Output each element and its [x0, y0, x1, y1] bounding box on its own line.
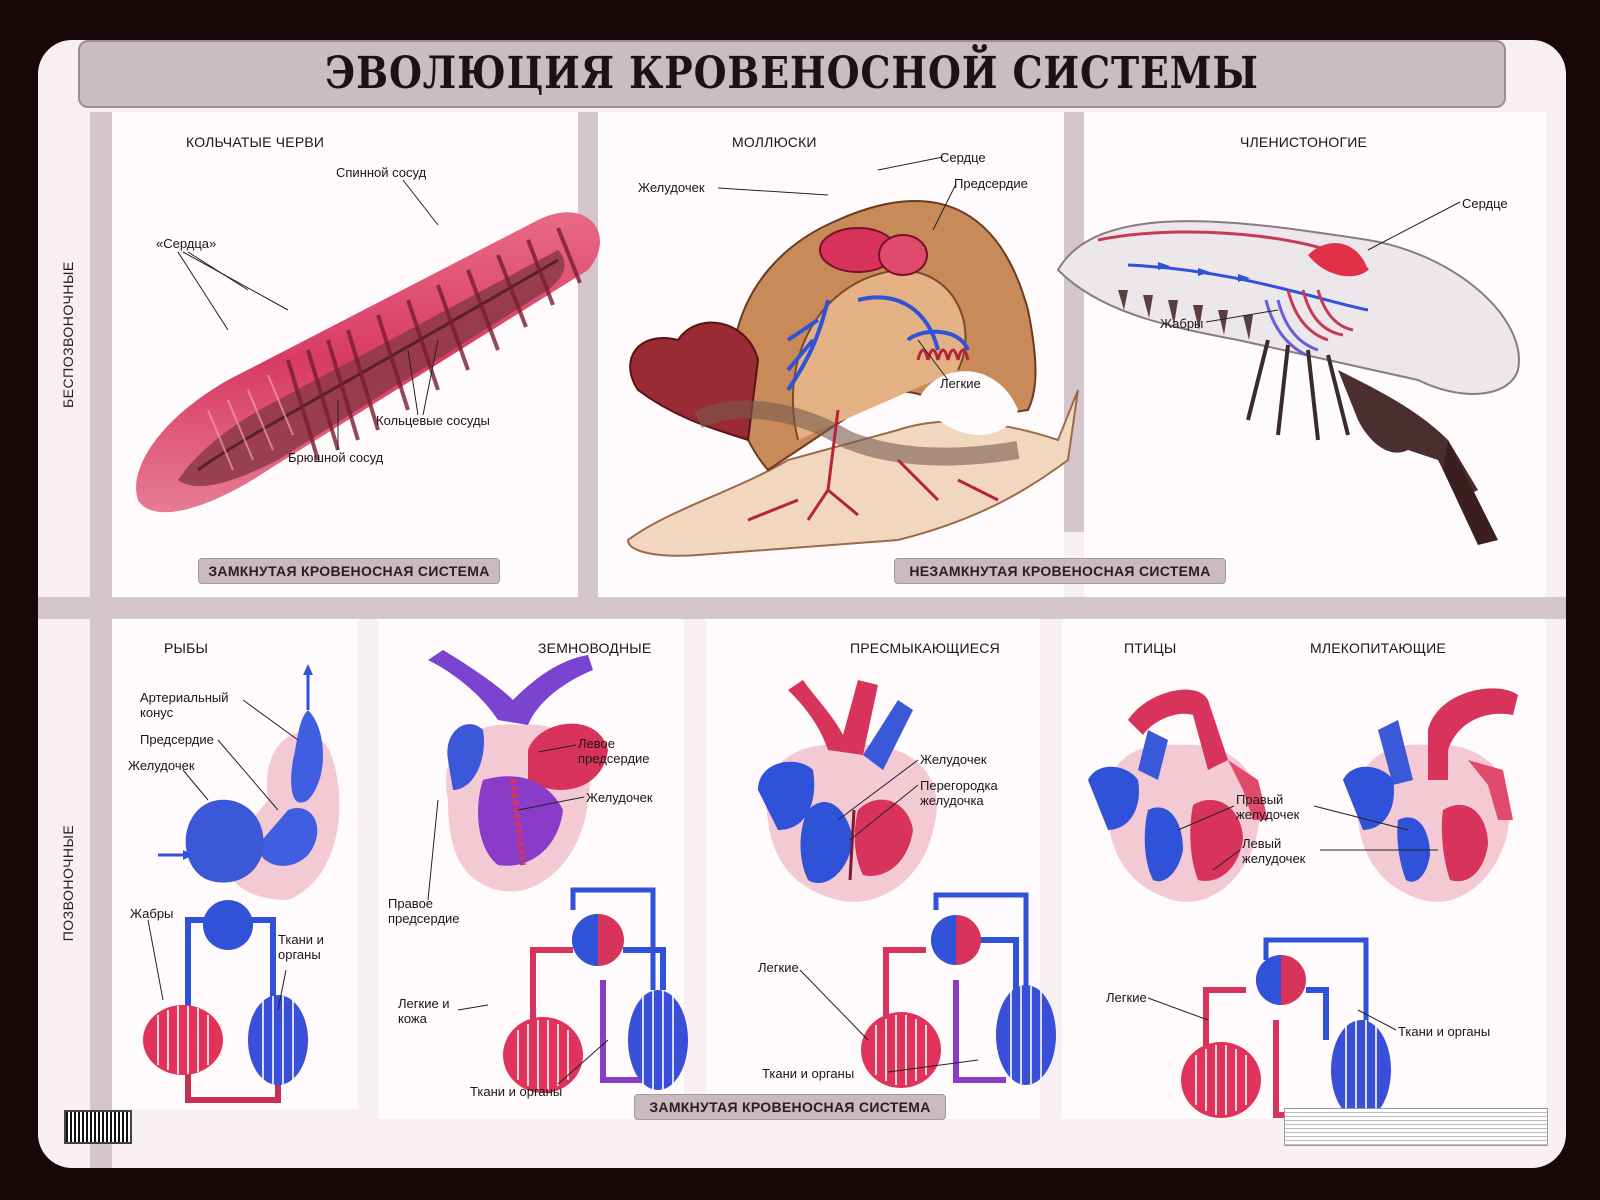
heading-arthropods: ЧЛЕНИСТОНОГИЕ — [1240, 134, 1368, 150]
label-fish-conus: Артериальный конус — [140, 690, 229, 720]
label-amphibian-lungs-skin: Легкие и кожа — [398, 996, 450, 1026]
publisher-info — [1284, 1108, 1548, 1146]
reptile-leader-lines — [799, 759, 979, 1073]
label-fish-ventricle: Желудочек — [128, 758, 195, 773]
mammal-heart — [1343, 688, 1518, 902]
left-rail — [90, 112, 112, 1168]
snail-leader-lines — [717, 156, 957, 381]
amphibian-circulation — [503, 887, 688, 1093]
bm-leader-lines — [1147, 805, 1438, 1031]
heading-amphibians: ЗЕМНОВОДНЫЕ — [538, 640, 652, 656]
label-reptile-lungs: Легкие — [758, 960, 799, 975]
amphibian-leader-lines — [427, 744, 609, 1085]
label-amphibian-ventricle: Желудочек — [586, 790, 653, 805]
fish-leader-lines — [147, 699, 299, 1011]
fish-circulation — [143, 900, 308, 1103]
label-snail-lung: Легкие — [940, 376, 981, 391]
worm-leader-lines — [177, 179, 439, 450]
band-closed-system-top: ЗАМКНУТАЯ КРОВЕНОСНАЯ СИСТЕМА — [198, 558, 500, 584]
heading-mollusks: МОЛЛЮСКИ — [732, 134, 817, 150]
amphibian-heart — [428, 650, 608, 892]
label-snail-atrium: Предсердие — [954, 176, 1028, 191]
worm-illustration — [136, 212, 600, 513]
heading-mammals: МЛЕКОПИТАЮЩИЕ — [1310, 640, 1446, 656]
crayfish-leader-lines — [1205, 201, 1461, 323]
label-bm-lungs: Легкие — [1106, 990, 1147, 1005]
label-crayfish-gills: Жабры — [1160, 316, 1204, 331]
crayfish-illustration — [1056, 220, 1520, 545]
heading-fish: РЫБЫ — [164, 640, 209, 656]
label-snail-ventricle: Желудочек — [638, 180, 705, 195]
label-amphibian-left-atrium: Левое предсердие — [578, 736, 650, 766]
title-bar: ЭВОЛЮЦИЯ КРОВЕНОСНОЙ СИСТЕМЫ — [78, 40, 1506, 108]
barcode — [64, 1110, 132, 1144]
label-snail-heart: Сердце — [940, 150, 986, 165]
band-open-system: НЕЗАМКНУТАЯ КРОВЕНОСНАЯ СИСТЕМА — [894, 558, 1226, 584]
label-left-ventricle: Левый желудочек — [1242, 836, 1306, 866]
label-amphibian-right-atrium: Правое предсердие — [388, 896, 460, 926]
label-reptile-ventricle: Желудочек — [920, 752, 987, 767]
reptile-heart — [758, 680, 937, 902]
heading-birds: ПТИЦЫ — [1124, 640, 1177, 656]
poster: ЭВОЛЮЦИЯ КРОВЕНОСНОЙ СИСТЕМЫ БЕСПОЗВОНОЧ… — [38, 40, 1566, 1168]
band-closed-system-bottom: ЗАМКНУТАЯ КРОВЕНОСНАЯ СИСТЕМА — [634, 1094, 946, 1120]
poster-title: ЭВОЛЮЦИЯ КРОВЕНОСНОЙ СИСТЕМЫ — [325, 48, 1259, 99]
snail-illustration — [626, 200, 1079, 557]
label-fish-tissues: Ткани и органы — [278, 932, 324, 962]
reptile-circulation — [861, 892, 1056, 1088]
bird-heart — [1088, 689, 1268, 902]
label-reptile-tissues: Ткани и органы — [762, 1066, 855, 1081]
label-ring-vessels: Кольцевые сосуды — [376, 413, 490, 428]
fish-heart — [158, 664, 340, 900]
label-fish-atrium: Предсердие — [140, 732, 214, 747]
label-crayfish-heart: Сердце — [1462, 196, 1508, 211]
middle-divider — [38, 597, 1566, 619]
label-amphibian-tissues: Ткани и органы — [470, 1084, 563, 1099]
heading-worms: КОЛЬЧАТЫЕ ЧЕРВИ — [186, 134, 325, 150]
label-ventral-vessel: Брюшной сосуд — [288, 450, 384, 465]
label-worm-hearts: «Сердца» — [156, 236, 217, 251]
heading-reptiles: ПРЕСМЫКАЮЩИЕСЯ — [850, 640, 1000, 656]
label-reptile-septum: Перегородка желудочка — [920, 778, 998, 808]
label-fish-gills: Жабры — [130, 906, 174, 921]
label-bm-tissues: Ткани и органы — [1398, 1024, 1491, 1039]
label-dorsal-vessel: Спинной сосуд — [336, 165, 427, 180]
label-right-ventricle: Правый желудочек — [1236, 792, 1300, 822]
